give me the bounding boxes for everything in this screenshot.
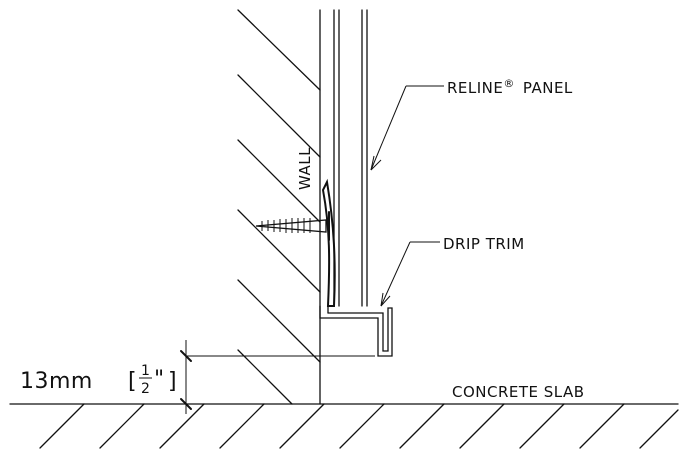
fixing-screw <box>255 211 330 241</box>
concrete-slab-label: CONCRETE SLAB <box>452 383 585 401</box>
dimension-denominator: 2 <box>141 381 150 397</box>
reline-panel-label: RELINE®PANEL <box>447 77 573 97</box>
dimension-metric: 13mm <box>20 369 93 394</box>
wall-label: WALL <box>296 147 314 190</box>
reline-panel <box>333 9 368 307</box>
dimension-13mm <box>180 340 375 414</box>
drip-trim-label: DRIP TRIM <box>443 235 525 253</box>
dimension-numerator: 1 <box>141 363 150 379</box>
dimension-label: 13mm [ 1 2 " ] <box>20 363 177 397</box>
dimension-inch-mark: " <box>154 367 165 392</box>
slab-hatch <box>39 403 679 449</box>
drip-trim <box>319 178 393 357</box>
dimension-bracket-close: ] <box>168 369 177 394</box>
panel-leader <box>370 85 444 171</box>
dimension-bracket-open: [ <box>128 369 137 394</box>
drip-trim-leader <box>380 241 440 307</box>
wall-hatch <box>237 9 321 405</box>
